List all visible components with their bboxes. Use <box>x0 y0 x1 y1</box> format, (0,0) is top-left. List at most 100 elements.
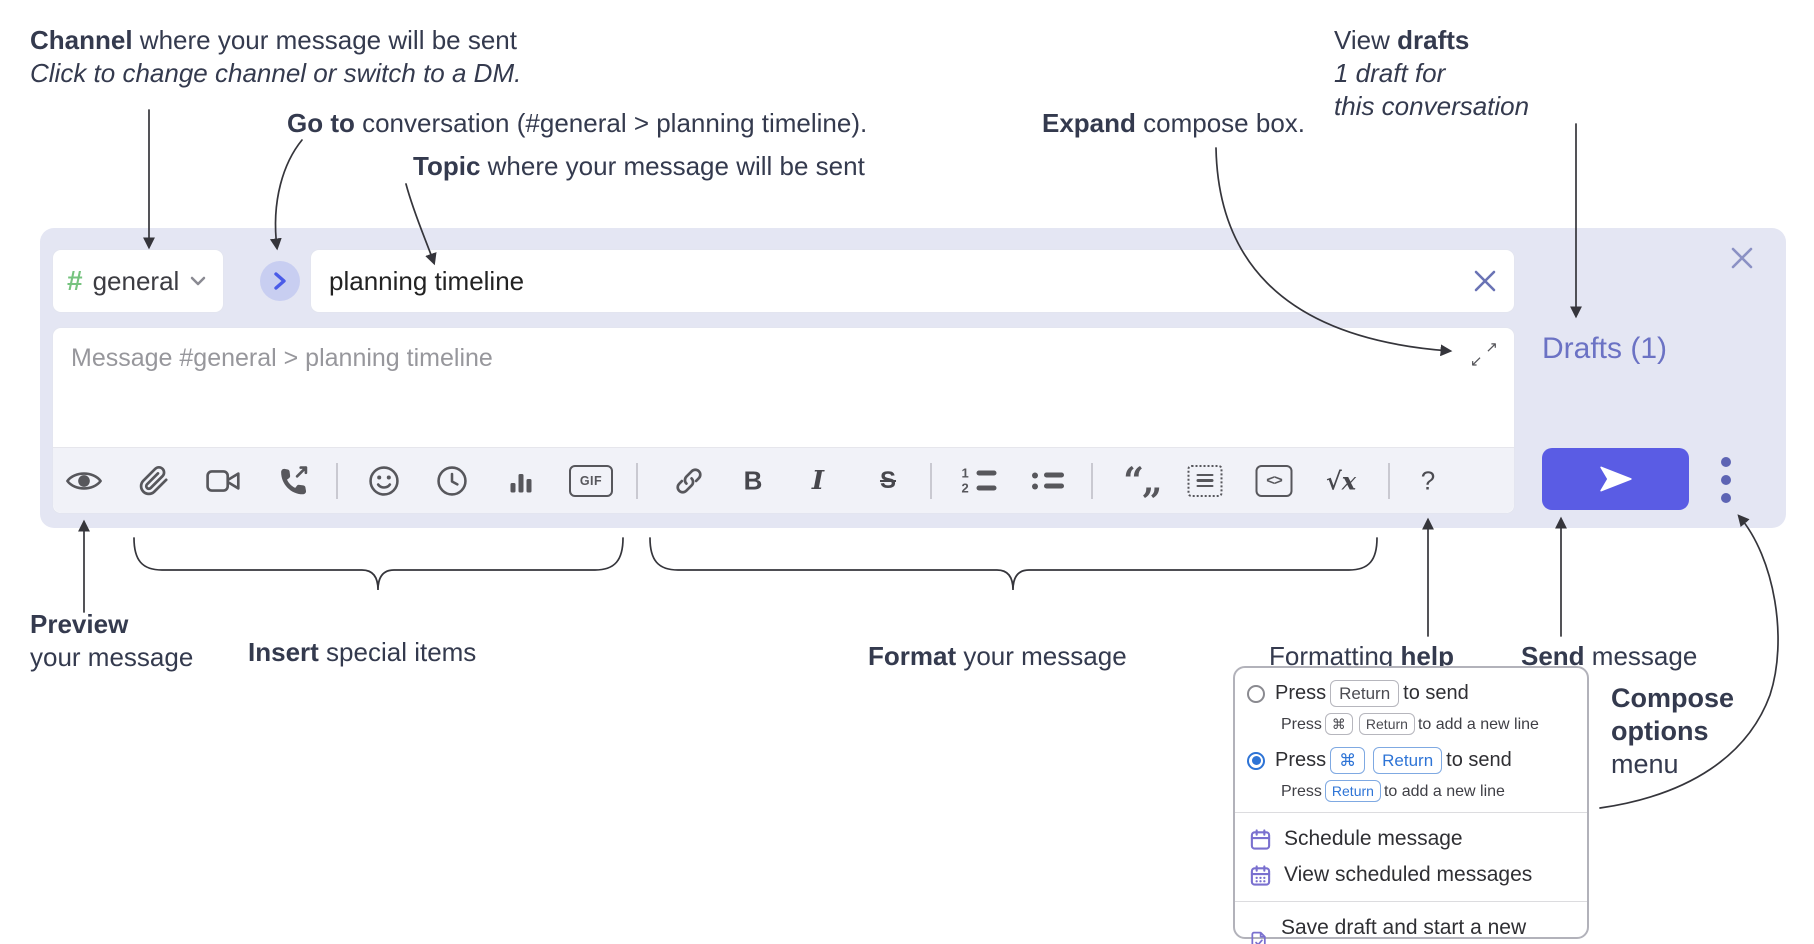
menu-item-save-draft[interactable]: Save draft and start a new message <box>1235 910 1587 944</box>
numbered-list-icon: 1 2 <box>962 466 997 494</box>
math-icon: √x <box>1325 466 1357 495</box>
link-button[interactable] <box>674 465 705 496</box>
gif-button[interactable]: GIF <box>569 464 613 497</box>
video-camera-icon <box>206 469 240 492</box>
close-icon <box>1731 247 1753 269</box>
calendar-icon <box>1250 828 1271 850</box>
toolbar-divider <box>1388 462 1390 499</box>
phone-call-icon <box>281 465 308 494</box>
smiley-icon <box>369 465 399 496</box>
compose-panel: # general Drafts (1) ↗ ↙ <box>40 228 1786 528</box>
expand-compose-button[interactable]: ↗ ↙ <box>1470 338 1498 370</box>
annotation-compose-options: Compose options menu <box>1611 683 1735 779</box>
annotation-topic: Topic where your message will be sent <box>413 151 865 181</box>
compose-options-button[interactable] <box>1716 454 1736 506</box>
arrow-sw-icon: ↙ <box>1470 352 1483 370</box>
annotation-view-drafts: View drafts 1 draft for this conversatio… <box>1334 25 1530 121</box>
key-return: Return <box>1373 747 1443 774</box>
annotation-format: Format your message <box>868 641 1127 671</box>
bold-icon: B <box>743 465 763 495</box>
send-icon <box>1599 466 1632 492</box>
key-return: Return <box>1330 680 1400 707</box>
bar-chart-icon <box>510 473 532 492</box>
eye-icon <box>66 471 102 490</box>
key-return: Return <box>1324 780 1381 802</box>
channel-selector[interactable]: # general <box>52 249 224 313</box>
key-cmd: ⌘ <box>1324 713 1353 735</box>
paperclip-icon <box>139 465 168 495</box>
toolbar-divider <box>930 462 932 499</box>
emoji-button[interactable] <box>368 465 400 497</box>
video-call-button[interactable] <box>206 468 242 494</box>
code-button[interactable]: <> <box>1255 464 1293 497</box>
clock-icon <box>437 465 467 496</box>
radio-selected[interactable] <box>1247 751 1265 770</box>
italic-icon: I <box>811 465 825 496</box>
chevron-right-icon <box>274 272 286 290</box>
formatting-help-button[interactable]: ? <box>1421 465 1435 496</box>
attach-file-button[interactable] <box>139 465 170 496</box>
bold-button[interactable]: B <box>744 465 763 496</box>
voice-call-button[interactable] <box>277 464 310 497</box>
toolbar-divider <box>636 462 638 499</box>
annotation-insert: Insert special items <box>248 637 477 667</box>
menu-item-schedule-message[interactable]: Schedule message <box>1235 821 1587 857</box>
topic-input-wrap <box>310 249 1515 313</box>
calendar-grid-icon <box>1250 864 1271 886</box>
menu-divider <box>1235 901 1587 902</box>
math-button[interactable]: √x <box>1326 466 1356 495</box>
dot <box>1721 493 1731 503</box>
chevron-down-icon <box>191 276 206 286</box>
bulleted-list-icon <box>1032 472 1064 489</box>
menu-divider <box>1235 812 1587 813</box>
spoiler-button[interactable] <box>1187 464 1223 497</box>
menu-item-label: Schedule message <box>1284 827 1463 850</box>
quote-button[interactable]: “„ <box>1123 459 1162 502</box>
gif-icon: GIF <box>569 464 613 497</box>
key-return: Return <box>1358 713 1415 735</box>
quote-icon: “„ <box>1123 459 1162 502</box>
message-input[interactable] <box>53 328 1514 446</box>
strikethrough-icon: S <box>879 466 897 494</box>
menu-item-view-scheduled[interactable]: View scheduled messages <box>1235 857 1587 893</box>
arrow-ne-icon: ↗ <box>1485 338 1498 356</box>
channel-name: general <box>92 265 180 296</box>
drafts-link[interactable]: Drafts (1) <box>1542 332 1668 365</box>
close-icon <box>1474 270 1496 292</box>
dot <box>1721 457 1731 467</box>
bulleted-list-button[interactable] <box>1032 472 1064 489</box>
numbered-list-button[interactable]: 1 2 <box>962 466 997 494</box>
annotation-goto: Go to conversation (#general > planning … <box>287 108 868 138</box>
toolbar-divider <box>336 462 338 499</box>
compose-close-button[interactable] <box>1726 242 1758 274</box>
strikethrough-button[interactable]: S <box>880 467 896 495</box>
dot <box>1721 475 1731 485</box>
channel-hash-icon: # <box>67 265 83 296</box>
preview-button[interactable] <box>65 467 103 494</box>
italic-button[interactable]: I <box>812 466 824 496</box>
message-box: ↗ ↙ <box>52 327 1515 514</box>
annotation-channel: Channel where your message will be sent … <box>30 25 522 88</box>
poll-button[interactable] <box>506 466 536 496</box>
compose-toolbar: GIF B I S 1 2 <box>53 447 1514 513</box>
link-icon <box>676 467 702 494</box>
key-cmd: ⌘ <box>1330 747 1366 774</box>
question-mark-icon: ? <box>1420 465 1436 495</box>
menu-item-label: View scheduled messages <box>1284 863 1533 886</box>
global-time-button[interactable] <box>436 465 468 497</box>
code-icon: <> <box>1255 464 1293 497</box>
send-button[interactable] <box>1542 448 1689 510</box>
topic-input[interactable] <box>310 249 1515 313</box>
go-to-conversation-button[interactable] <box>260 261 300 301</box>
topic-clear-button[interactable] <box>1471 267 1499 295</box>
radio-unselected[interactable] <box>1247 684 1265 703</box>
file-check-icon <box>1251 931 1266 944</box>
annotation-preview: Preview your message <box>30 609 194 672</box>
spoiler-icon <box>1187 464 1223 497</box>
